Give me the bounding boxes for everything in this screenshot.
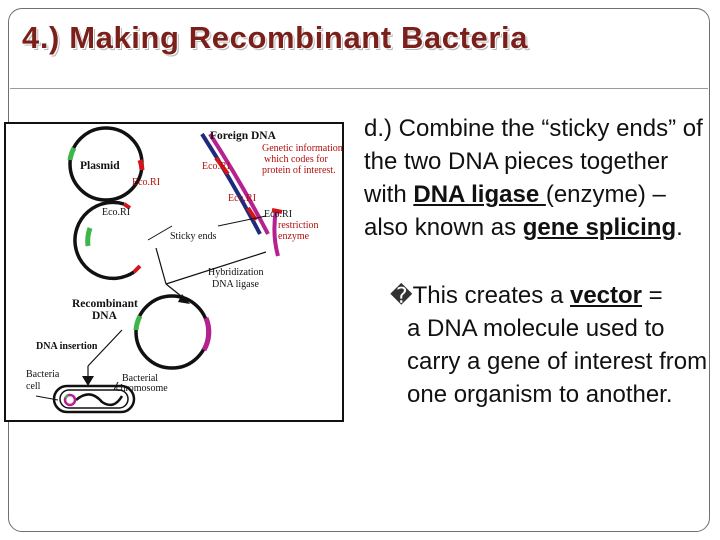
ecori-label-5: Eco.RI: [264, 209, 293, 220]
dna-ligase-label: DNA ligase: [212, 279, 259, 290]
genetic-info-line-3: protein of interest.: [262, 165, 336, 176]
restriction-label: restriction: [278, 220, 319, 231]
plasmid-label: Plasmid: [80, 160, 120, 172]
vector-definition-paragraph: a DNA molecule used to carry a gene of i…: [407, 312, 717, 411]
ecori-label-4: Eco.RI: [102, 207, 131, 218]
bacterial-label: Bacterial: [122, 373, 159, 384]
slide-title: 4.) Making Recombinant Bacteria: [22, 20, 529, 55]
p2-text-a: This creates a: [412, 282, 570, 309]
recombinant-ring: [134, 294, 210, 370]
foreign-dna-strand-2: [208, 132, 270, 235]
diagram-drawing: [35, 126, 283, 414]
vector-bullet-first-line: �This creates a vector =: [390, 279, 715, 312]
combine-sticky-ends-paragraph: d.) Combine the “sticky ends” of the two…: [364, 112, 704, 244]
title-divider: [10, 88, 708, 89]
chromosome-label: chromosome: [116, 383, 168, 394]
foreign-cut-1: [214, 156, 230, 176]
insert-fragment: [272, 209, 280, 257]
plasmid-marker: [67, 146, 77, 161]
p1-text-c: .: [676, 214, 683, 241]
recombinant-label: Recombinant: [72, 298, 138, 310]
ecori-label-3: Eco.RI: [228, 193, 257, 204]
genetic-info-line-1: Genetic information: [262, 143, 343, 154]
enzyme-label: enzyme: [278, 231, 310, 242]
dna-ligase-term: DNA ligase: [413, 181, 546, 208]
p1-text-b: (enzyme) – also known as: [364, 181, 666, 241]
recombinant-dna-label: DNA: [92, 310, 117, 322]
p2-text-b: a DNA molecule used to carry a gene of i…: [407, 315, 708, 408]
sticky-ends-label: Sticky ends: [170, 231, 217, 242]
cut-plasmid: [73, 200, 135, 281]
bullet-icon: �: [390, 283, 413, 308]
foreign-dna-label: Foreign DNA: [210, 130, 276, 142]
plasmid-cut-site: [137, 159, 145, 171]
ecori-label-2: Eco.RI: [202, 161, 231, 172]
hybridization-label: Hybridization: [208, 267, 264, 278]
dna-insertion-label: DNA insertion: [36, 341, 98, 352]
ecori-label-1: Eco.RI: [132, 177, 161, 188]
p2-equals: =: [642, 282, 663, 309]
cell-label: cell: [26, 381, 41, 392]
recombinant-dna-diagram: Foreign DNA Genetic information which co…: [4, 122, 344, 422]
genetic-info-line-2: which codes for: [264, 154, 328, 165]
foreign-dna-strand-1: [200, 132, 262, 235]
p1-text-a: d.) Combine the “sticky ends” of the two…: [364, 115, 703, 208]
vector-term: vector: [569, 282, 643, 309]
bacteria-label: Bacteria: [26, 369, 60, 380]
gene-splicing-term: gene splicing: [522, 214, 677, 241]
